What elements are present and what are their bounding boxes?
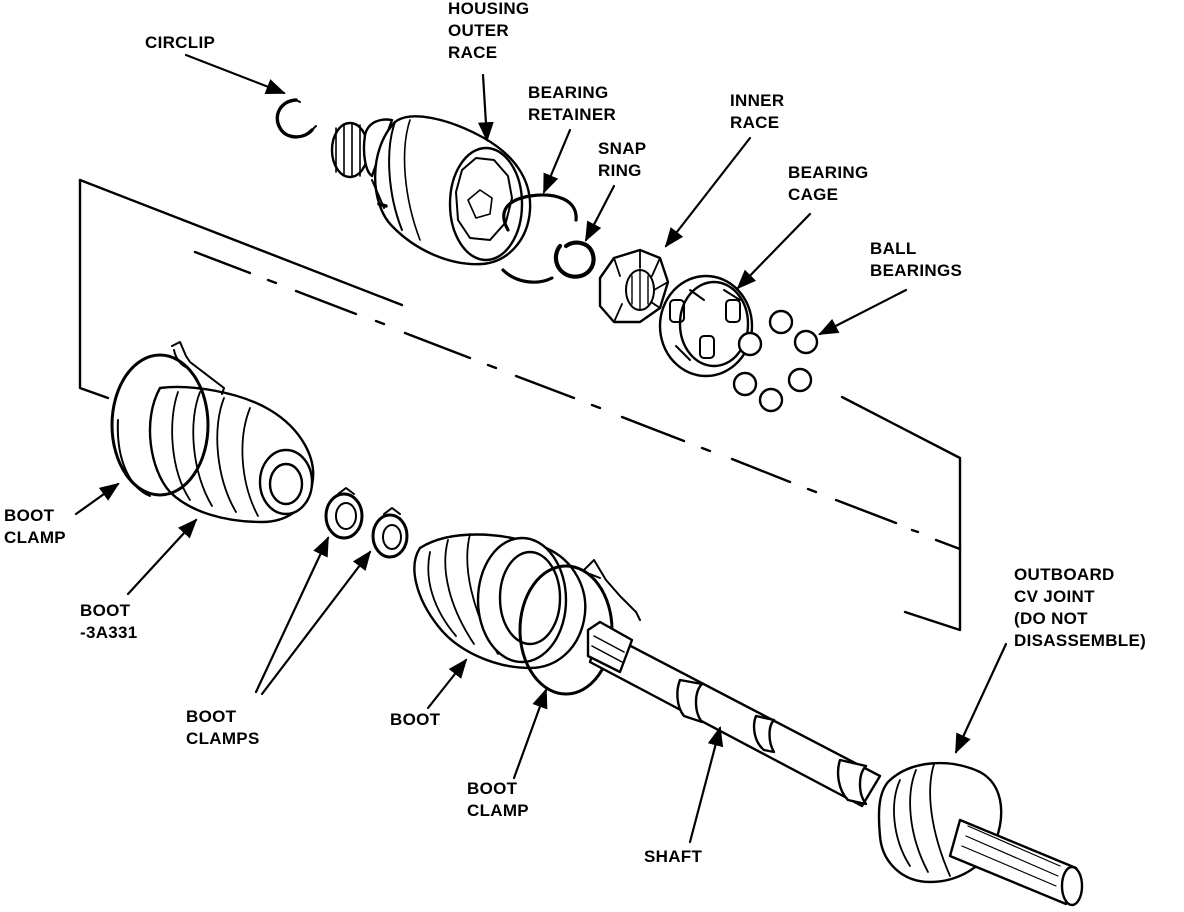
circlip bbox=[275, 98, 314, 139]
inner-race bbox=[598, 248, 670, 324]
label-housing-outer-race: HOUSING OUTER RACE bbox=[448, 0, 530, 62]
boot-clamps-small bbox=[324, 487, 409, 559]
label-boot-clamp-bottom: BOOT CLAMP bbox=[467, 779, 529, 820]
boot-3a331 bbox=[148, 385, 315, 524]
label-outboard-cv-joint: OUTBOARD CV JOINT (DO NOT DISASSEMBLE) bbox=[1014, 565, 1147, 650]
label-circlip: CIRCLIP bbox=[145, 33, 216, 52]
outboard-cv-joint bbox=[877, 762, 1084, 907]
label-shaft: SHAFT bbox=[644, 847, 703, 866]
label-boot: BOOT bbox=[390, 710, 441, 729]
exploded-view-frame bbox=[78, 178, 962, 632]
label-snap-ring: SNAP RING bbox=[598, 139, 647, 180]
label-bearing-retainer: BEARING RETAINER bbox=[528, 83, 617, 124]
shaft bbox=[586, 620, 882, 808]
ball-bearings bbox=[732, 309, 819, 413]
bearing-retainer bbox=[501, 193, 578, 284]
bearing-cage bbox=[658, 274, 754, 378]
label-boot-clamp-left: BOOT CLAMP bbox=[4, 506, 66, 547]
snap-ring bbox=[553, 240, 596, 279]
boot-right bbox=[413, 533, 587, 670]
label-boot-clamps: BOOT CLAMPS bbox=[186, 707, 260, 748]
label-inner-race: INNER RACE bbox=[730, 91, 785, 132]
housing-outer-race bbox=[330, 115, 532, 266]
label-boot-3a331: BOOT -3A331 bbox=[80, 601, 138, 642]
label-bearing-cage: BEARING CAGE bbox=[788, 163, 869, 204]
leader-lines bbox=[74, 53, 1008, 844]
boot-clamp-left bbox=[110, 341, 225, 497]
label-ball-bearings: BALL BEARINGS bbox=[870, 239, 963, 280]
